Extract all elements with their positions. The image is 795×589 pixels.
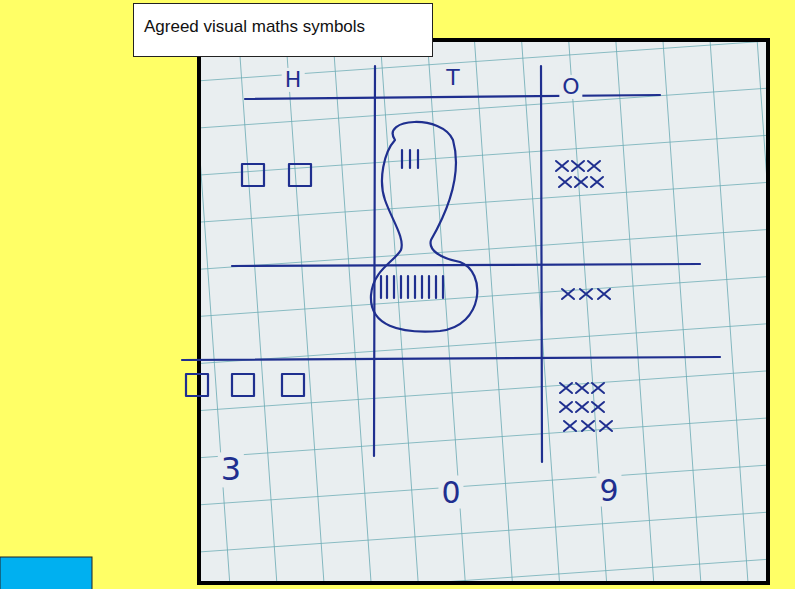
hundred-square [186,374,208,396]
row-line [182,357,720,360]
ten-tally [402,150,418,168]
column-heading: T [443,66,462,90]
title-box: Agreed visual maths symbols [133,3,433,57]
ten-tally [381,276,443,298]
total-digit: 9 [596,474,621,507]
hundred-square [289,164,311,186]
title-text: Agreed visual maths symbols [144,17,422,37]
handwritten-chart [182,66,720,462]
exchange-loop [371,122,477,332]
column-heading: O [559,75,582,99]
hundred-square [232,374,254,396]
total-digit: 0 [438,476,463,509]
one-crosses [556,161,612,431]
hundred-square [282,374,304,396]
total-digit: 3 [218,452,244,487]
grid-paper-photo [199,40,768,583]
column-heading: H [282,68,305,92]
header-line [245,95,660,99]
blue-box [0,557,92,589]
hundred-square [242,164,264,186]
column-line [374,66,375,456]
